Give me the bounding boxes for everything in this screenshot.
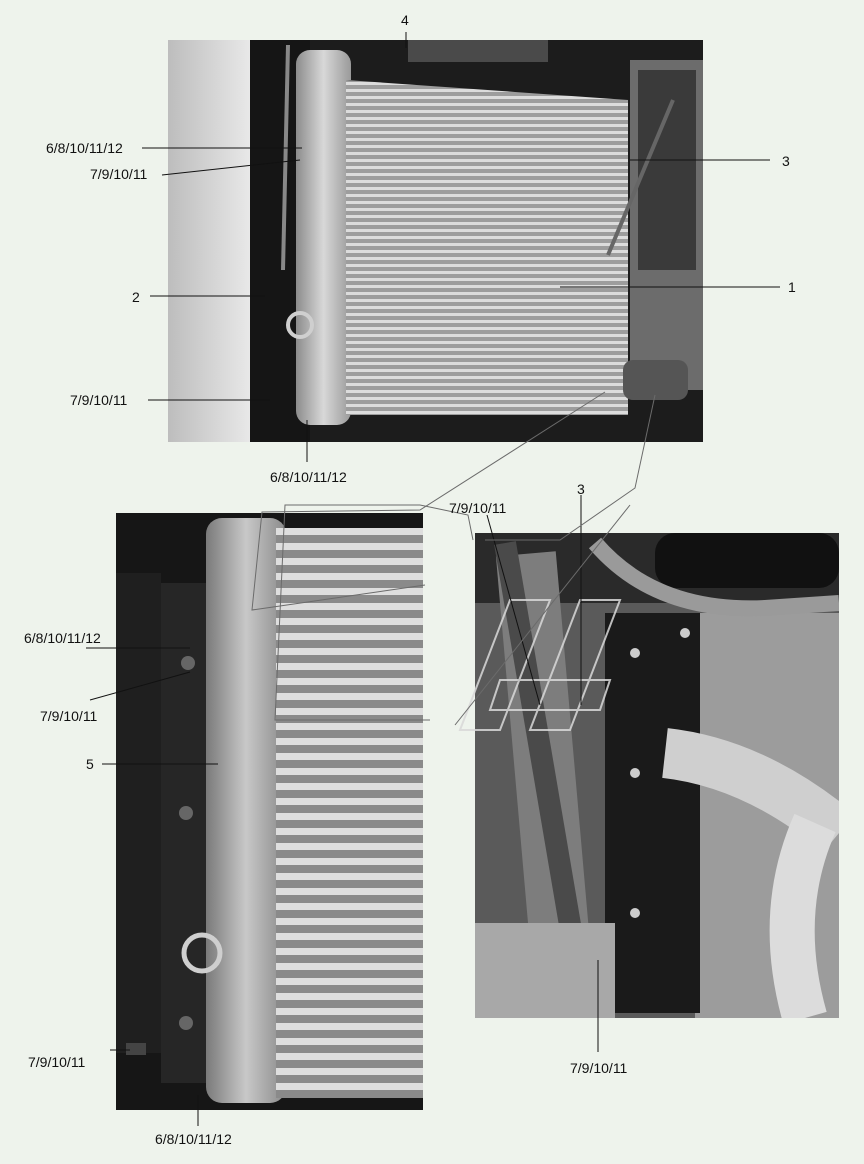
callout-top-parts-7-9-10-11-upper: 7/9/10/11 (90, 166, 148, 182)
callout-left-parts-6-8-10-11-12-upper: 6/8/10/11/12 (24, 630, 101, 646)
hose-bracket-view (475, 533, 839, 1018)
callout-top-1: 1 (788, 279, 796, 295)
callout-top-parts-6-8-10-11-12-lower: 6/8/10/11/12 (270, 469, 347, 485)
callout-top-3: 3 (782, 153, 790, 169)
callout-left-parts-7-9-10-11-lower: 7/9/10/11 (28, 1054, 86, 1070)
radiator-front-view (168, 40, 703, 442)
callout-top-parts-7-9-10-11-lower: 7/9/10/11 (70, 392, 128, 408)
callout-top-2: 2 (132, 289, 140, 305)
callout-left-parts-6-8-10-11-12-lower: 6/8/10/11/12 (155, 1131, 232, 1147)
callout-top-parts-6-8-10-11-12-upper: 6/8/10/11/12 (46, 140, 123, 156)
detail-reference-outline (251, 391, 656, 726)
photo-right-hose-detail (475, 533, 839, 1018)
photo-left-radiator-detail (116, 513, 423, 1110)
callout-top-4: 4 (401, 12, 409, 28)
radiator-side-view (116, 513, 423, 1110)
photo-top-radiator (168, 40, 703, 442)
callout-right-parts-7-9-10-11-top: 7/9/10/11 (449, 500, 507, 516)
callout-left-parts-7-9-10-11-upper: 7/9/10/11 (40, 708, 98, 724)
callout-right-3: 3 (577, 481, 585, 497)
callout-right-parts-7-9-10-11-bottom: 7/9/10/11 (570, 1060, 628, 1076)
callout-left-5: 5 (86, 756, 94, 772)
watermark-logo (458, 599, 622, 731)
